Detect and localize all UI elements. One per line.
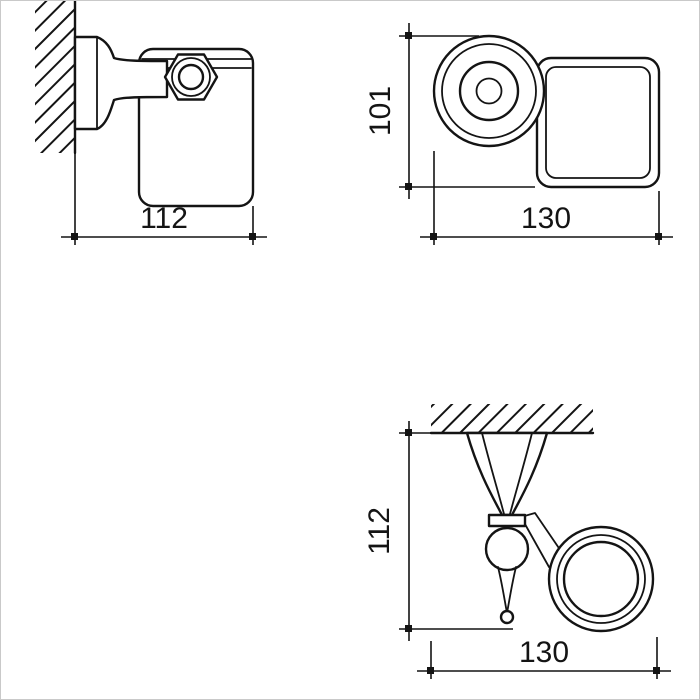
flange-circle-outer [432,34,546,148]
side-view: 112 [35,1,267,245]
front-height-dimension-label: 112 [363,507,396,555]
dimension-top-width: 130 [420,151,673,245]
holder-ring-inner [562,540,640,618]
knob-ball [484,526,530,572]
holder-top-inner-wall [545,66,651,179]
flange-circle-inner [458,60,520,122]
finial-right [506,566,517,614]
dimension-front-width: 130 [417,636,671,679]
finial-left [497,566,508,614]
mounting-flange [73,35,169,131]
nut-circle-outer [171,57,211,97]
holder-ring-mid [556,534,646,624]
wall-hatch [35,1,75,153]
mounting-surface-hatch [431,404,593,433]
nut-circle-inner [177,63,205,91]
top-view: 101 130 [364,23,673,245]
side-width-dimension-label: 112 [140,202,188,235]
finial-tip [499,609,515,625]
front-width-dimension-label: 130 [519,636,569,669]
flange-screw-hole [475,77,503,105]
top-depth-dimension-label: 101 [364,86,397,136]
cone-bracket [465,431,549,517]
dimension-side-width: 112 [61,153,267,245]
flange-circle-mid [441,43,537,139]
bracket-collar [487,513,527,528]
dimension-front-height: 112 [363,421,513,641]
cone-inner-line-left [481,432,505,515]
top-width-dimension-label: 130 [521,202,571,235]
cone-inner-line-right [509,432,533,515]
front-view: 112 130 [363,404,671,679]
hex-nut [163,53,219,101]
holder-top-outline [535,56,661,189]
dimension-top-depth: 101 [364,23,535,199]
